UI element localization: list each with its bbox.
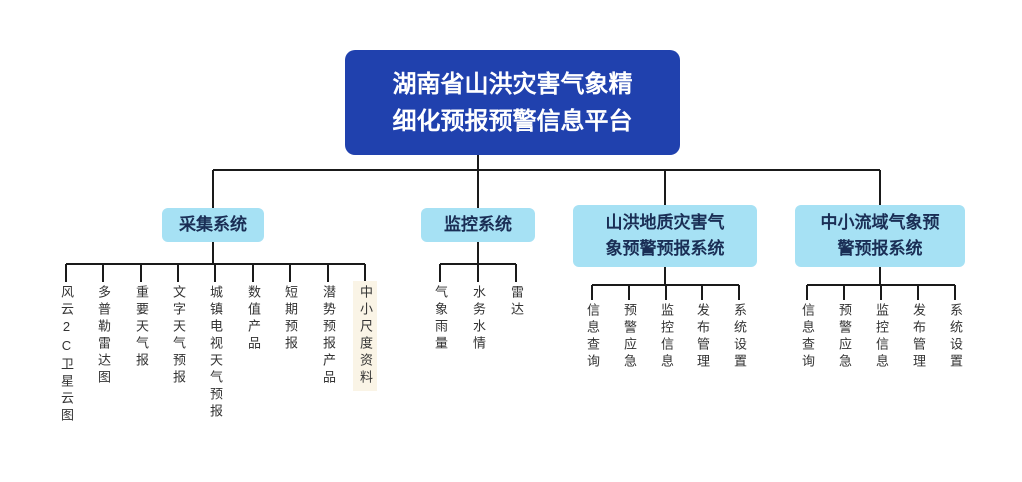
leaf-node: 雷达	[509, 285, 524, 319]
leaf-node: 短期预报	[283, 285, 298, 353]
branch-label: 采集系统	[179, 215, 247, 234]
leaf-node: 城镇电视天气预报	[208, 285, 223, 421]
leaf-node: 水务水情	[471, 285, 486, 353]
branch-flash-flood-warning-system: 山洪地质灾害气 象预警预报系统	[573, 205, 757, 267]
branch-label: 监控系统	[444, 215, 512, 234]
root-title: 湖南省山洪灾害气象精 细化预报预警信息平台	[392, 70, 633, 135]
connector-branch-collection	[65, 242, 366, 282]
leaf-node: 监控信息	[659, 303, 674, 371]
connector-branch-smallbasin	[806, 267, 956, 300]
branch-label: 中小流域气象预 警预报系统	[820, 213, 940, 258]
leaf-node: 信息查询	[800, 303, 815, 371]
leaf-node: 发布管理	[911, 303, 926, 371]
leaf-node: 系统设置	[948, 303, 963, 371]
leaf-node: 数值产品	[246, 285, 261, 353]
leaf-node: 重要天气报	[134, 285, 149, 370]
leaf-node: 潜势预报产品	[321, 285, 336, 387]
connector-branch-flashflood	[591, 267, 740, 300]
leaf-node: 文字天气预报	[171, 285, 186, 387]
connector-root-to-branches	[212, 155, 881, 208]
leaf-node: 监控信息	[874, 303, 889, 371]
branch-monitoring-system: 监控系统	[421, 208, 535, 242]
leaf-node: 预警应急	[837, 303, 852, 371]
leaf-node: 气象雨量	[433, 285, 448, 353]
leaf-node: 发布管理	[695, 303, 710, 371]
leaf-node: 预警应急	[622, 303, 637, 371]
connector-branch-monitoring	[439, 242, 517, 282]
leaf-node: 系统设置	[732, 303, 747, 371]
branch-collection-system: 采集系统	[162, 208, 264, 242]
leaf-node: 信息查询	[585, 303, 600, 371]
branch-label: 山洪地质灾害气 象预警预报系统	[605, 213, 725, 258]
leaf-node-highlighted: 中小尺度资料	[353, 281, 377, 391]
leaf-node: 风云2C卫星云图	[59, 285, 74, 425]
branch-small-basin-warning-system: 中小流域气象预 警预报系统	[795, 205, 965, 267]
root-node: 湖南省山洪灾害气象精 细化预报预警信息平台	[345, 50, 680, 155]
leaf-node: 多普勒雷达图	[96, 285, 111, 387]
